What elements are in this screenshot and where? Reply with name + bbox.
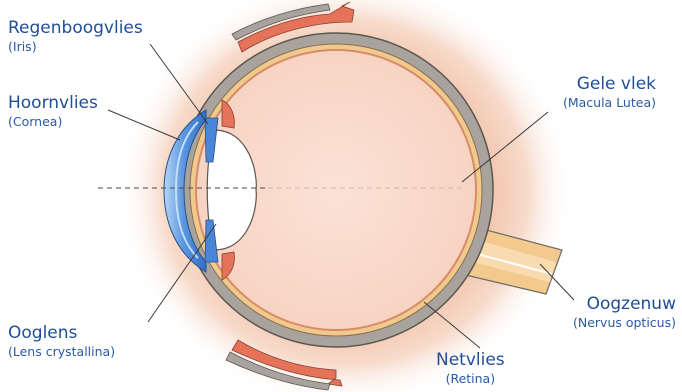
label-retina-latin: (Retina) bbox=[436, 370, 505, 387]
label-macula-latin: (Macula Lutea) bbox=[563, 94, 656, 111]
label-iris: Regenboogvlies (Iris) bbox=[8, 18, 143, 55]
label-cornea-latin: (Cornea) bbox=[8, 113, 98, 130]
label-lens-name: Ooglens bbox=[8, 323, 115, 343]
label-nerve: Oogzenuw (Nervus opticus) bbox=[573, 294, 676, 331]
label-cornea: Hoornvlies (Cornea) bbox=[8, 93, 98, 130]
label-lens-latin: (Lens crystallina) bbox=[8, 343, 115, 360]
label-cornea-name: Hoornvlies bbox=[8, 93, 98, 113]
label-nerve-latin: (Nervus opticus) bbox=[573, 314, 676, 331]
label-retina: Netvlies (Retina) bbox=[436, 350, 505, 387]
label-macula: Gele vlek (Macula Lutea) bbox=[563, 74, 656, 111]
label-iris-name: Regenboogvlies bbox=[8, 18, 143, 38]
label-lens: Ooglens (Lens crystallina) bbox=[8, 323, 115, 360]
label-retina-name: Netvlies bbox=[436, 350, 505, 370]
label-nerve-name: Oogzenuw bbox=[573, 294, 676, 314]
label-iris-latin: (Iris) bbox=[8, 38, 143, 55]
label-macula-name: Gele vlek bbox=[563, 74, 656, 94]
